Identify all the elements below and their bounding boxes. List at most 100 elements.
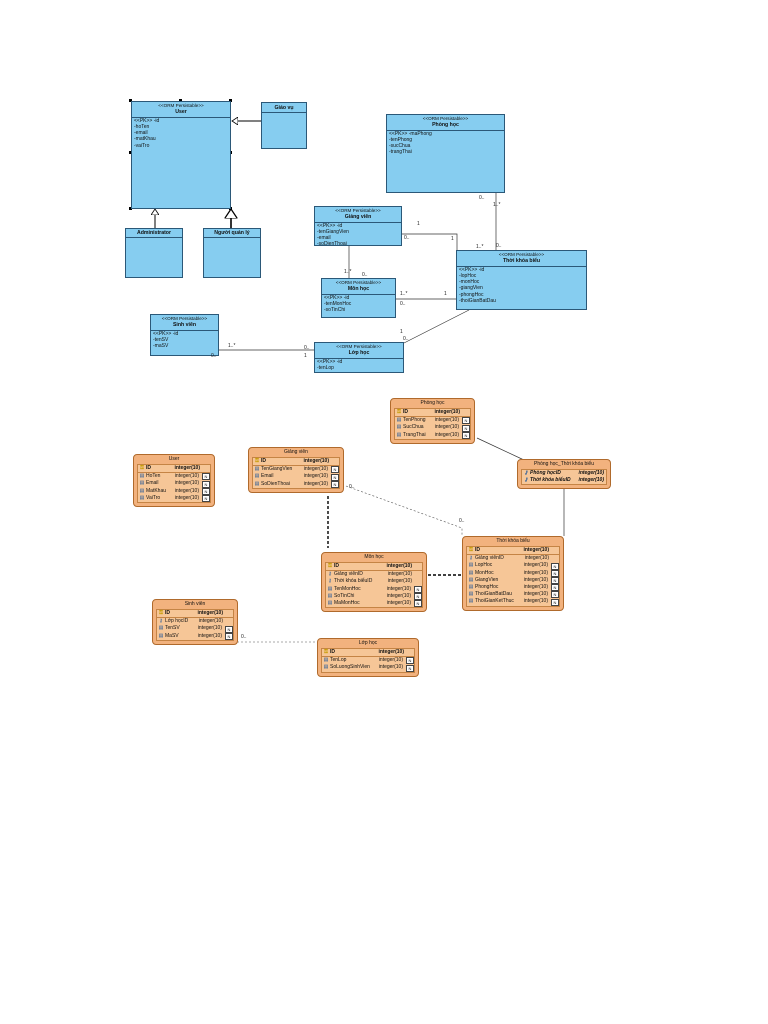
column-name: TenSV	[165, 625, 180, 632]
attribute: -hoTen	[134, 123, 150, 130]
column-type: integer(10)	[524, 555, 549, 562]
entity-title: User	[168, 456, 180, 462]
column-name: Giảng viênID	[334, 571, 363, 578]
nullable-flag: N	[551, 569, 559, 577]
column-icon: ▤	[468, 562, 474, 569]
column-type: integer(10)	[386, 600, 411, 607]
column-icon: ▤	[396, 424, 402, 431]
column-name: ID	[165, 610, 170, 616]
class-giangvien[interactable]: <<ORM Persistable>> Giảng viên <<PK>> -i…	[314, 206, 402, 248]
relationship-label: 0..	[459, 518, 465, 524]
selection-handle[interactable]	[129, 99, 132, 102]
column-name: TenPhong	[403, 417, 426, 424]
column-type: integer(10)	[303, 473, 328, 480]
class-stereotype: <<ORM Persistable>>	[158, 103, 204, 108]
attribute: -tenPhong	[389, 136, 413, 143]
column-icon: ▤	[254, 466, 260, 473]
entity-title: Môn học	[364, 554, 384, 560]
class-phonghoc[interactable]: <<ORM Persistable>> Phòng học <<PK>> -ma…	[386, 114, 505, 193]
multiplicity-label: 0..	[479, 195, 485, 201]
nullable-flag: N	[406, 664, 414, 672]
column-name: ID	[261, 458, 266, 464]
class-giaovu[interactable]: Giáo vụ	[261, 102, 307, 149]
column-icon: ▤	[468, 591, 474, 598]
column-name: Giảng viênID	[475, 555, 504, 562]
column-type: integer(10)	[523, 569, 548, 576]
entity-title: Phòng học_Thời khóa biểu	[534, 461, 594, 467]
column-name: SucChua	[403, 424, 424, 431]
column-type: integer(10)	[386, 585, 411, 592]
column-icon: ▤	[139, 473, 145, 480]
column-name: TenGiangVien	[261, 466, 293, 473]
column-icon: ▤	[327, 585, 333, 592]
class-nguoiquanly[interactable]: Người quản lý	[203, 228, 261, 278]
class-name: Người quản lý	[214, 230, 250, 236]
column-type: integer(10)	[386, 563, 412, 569]
attribute: -tenMonHoc	[324, 300, 352, 307]
column-icon: ▤	[254, 473, 260, 480]
column-type: integer(10)	[386, 592, 411, 599]
class-stereotype: <<ORM Persistable>>	[335, 280, 382, 285]
class-administrator[interactable]: Administrator	[125, 228, 183, 278]
attribute-list: <<PK>> -id -tenLop	[315, 357, 403, 372]
selection-handle[interactable]	[229, 99, 232, 102]
column-name: LopHoc	[475, 562, 493, 569]
entity-title: Giảng viên	[284, 449, 308, 455]
selection-handle[interactable]	[129, 207, 132, 210]
rel-phonghoc-phtkb	[476, 437, 525, 461]
class-sinhvien[interactable]: <<ORM Persistable>> Sinh viên <<PK>> -id…	[150, 314, 219, 356]
column-name: ID	[330, 649, 335, 655]
selection-handle[interactable]	[129, 151, 132, 154]
attribute: <<PK>> -id	[317, 358, 343, 365]
attribute: -email	[317, 235, 331, 242]
attribute-list: <<PK>> -id -tenGiangVien -email -soDienT…	[315, 221, 401, 248]
nullable-flag: N	[462, 417, 470, 425]
column-type: integer(10)	[387, 571, 412, 578]
attribute: -soTinChi	[324, 307, 346, 314]
nullable-flag: N	[414, 600, 422, 608]
entity-title: Phòng học	[420, 400, 445, 406]
column-name: VaiTro	[146, 494, 161, 501]
column-name: Thời khóa biểuID	[530, 477, 571, 484]
class-monhoc[interactable]: <<ORM Persistable>> Môn học <<PK>> -id -…	[321, 278, 396, 318]
class-thoikhoabieu[interactable]: <<ORM Persistable>> Thời khóa biểu <<PK>…	[456, 250, 587, 310]
attribute-list: <<PK>> -id -lopHoc -monHoc -giangVien -p…	[457, 265, 586, 305]
column-type: integer(10)	[578, 470, 604, 476]
column-icon: ▤	[254, 480, 260, 487]
attribute: <<PK>> -id	[459, 266, 485, 273]
column-name: Phòng họcID	[530, 470, 561, 476]
class-name: User	[175, 109, 187, 116]
class-stereotype: <<ORM Persistable>>	[335, 208, 381, 213]
class-user[interactable]: <<ORM Persistable>> User <<PK>> -id -hoT…	[131, 101, 231, 209]
multiplicity-label: 0..	[211, 353, 217, 359]
column-type: integer(10)	[523, 562, 548, 569]
nullable-flag: N	[551, 584, 559, 592]
column-name: MatKhau	[146, 487, 167, 494]
column-icon: ▤	[468, 584, 474, 591]
attribute: -tenLop	[317, 364, 334, 371]
selection-handle[interactable]	[179, 99, 182, 102]
multiplicity-label: 1..*	[228, 343, 236, 349]
attribute: -tenSV	[153, 336, 169, 343]
column-type: integer(10)	[378, 649, 404, 655]
nullable-flag: N	[202, 480, 210, 488]
class-lophoc[interactable]: <<ORM Persistable>> Lớp học <<PK>> -id -…	[314, 342, 404, 373]
column-icon: ▤	[396, 431, 402, 438]
